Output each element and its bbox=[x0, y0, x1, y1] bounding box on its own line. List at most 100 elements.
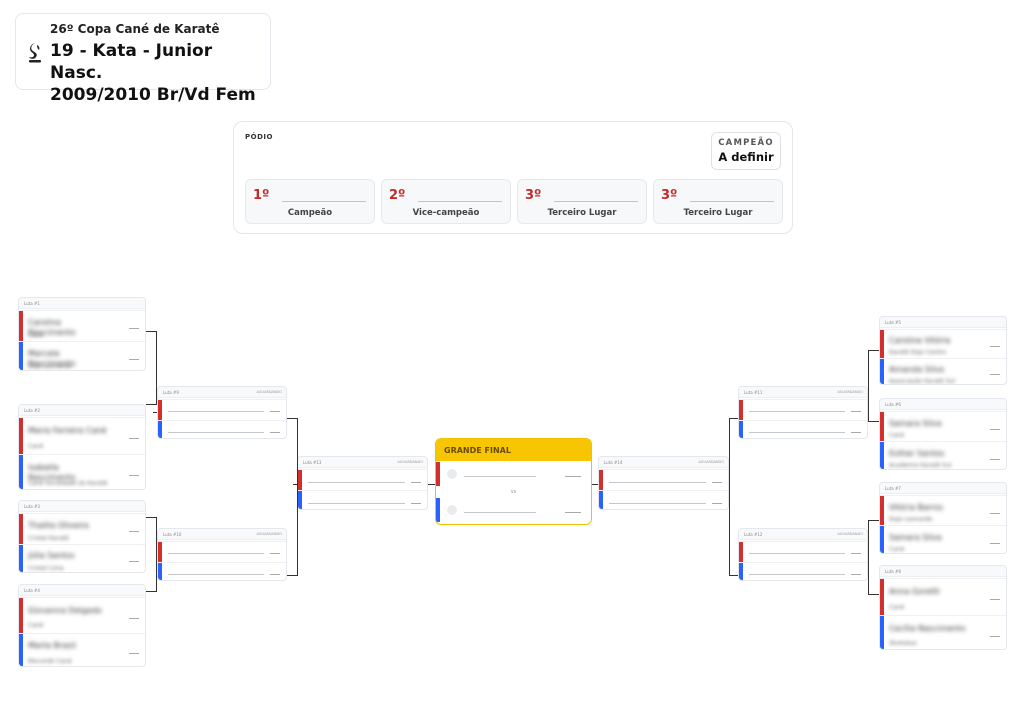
final-slot-blue[interactable] bbox=[436, 498, 591, 522]
match-header: Luta #4 bbox=[19, 585, 145, 596]
athlete-slot-red[interactable] bbox=[739, 541, 867, 562]
athlete-team: Cané Sociedade do Karatê bbox=[28, 480, 108, 488]
karate-logo-icon bbox=[29, 43, 41, 63]
match-status: AGUARDANDO bbox=[698, 460, 724, 464]
match-number: Luta #12 bbox=[744, 532, 763, 537]
athlete-name: Marta Brasil bbox=[28, 641, 76, 651]
red-corner-bar bbox=[298, 470, 302, 490]
athlete-name-line bbox=[609, 481, 706, 483]
score-line bbox=[411, 481, 421, 483]
match-number: Luta #14 bbox=[604, 460, 623, 465]
athlete-slot-red[interactable] bbox=[158, 399, 286, 420]
podium-place-3b: 3º Terceiro Lugar bbox=[653, 179, 783, 224]
score-line bbox=[990, 542, 1000, 544]
score-line bbox=[129, 475, 139, 477]
red-corner-bar bbox=[599, 470, 603, 490]
match-header: Luta #6 bbox=[880, 399, 1006, 410]
bracket-connector bbox=[153, 412, 157, 413]
athlete-team: Cané bbox=[28, 332, 44, 340]
score-line bbox=[270, 431, 280, 433]
score-line bbox=[851, 573, 861, 575]
place-rank: 1º bbox=[253, 188, 270, 203]
place-rank: 2º bbox=[389, 188, 406, 203]
match-header: Luta #3 bbox=[19, 501, 145, 512]
final-slot-red[interactable] bbox=[436, 462, 591, 486]
red-corner-bar bbox=[19, 418, 23, 454]
blue-corner-bar bbox=[599, 491, 603, 509]
athlete-name: Isabella Nascimento bbox=[28, 463, 76, 483]
podium-panel: PÓDIO CAMPEÃO A definir 1º Campeão 2º Vi… bbox=[233, 121, 793, 234]
athlete-team: Cristal Lima bbox=[28, 565, 64, 573]
red-corner-bar bbox=[880, 496, 884, 525]
category-name: 19 - Kata - Junior Nasc. 2009/2010 Br/Vd… bbox=[50, 40, 270, 106]
score-line bbox=[129, 530, 139, 532]
athlete-team: Cristal Karatê bbox=[28, 534, 69, 542]
athlete-name: Amanda Silva bbox=[889, 364, 944, 374]
athlete-slot-blue[interactable] bbox=[599, 490, 728, 509]
champion-box: CAMPEÃO A definir bbox=[711, 132, 781, 170]
athlete-slot-red[interactable] bbox=[298, 469, 427, 490]
athlete-slot-blue[interactable] bbox=[158, 561, 286, 580]
match-number: Luta #13 bbox=[303, 460, 322, 465]
score-line bbox=[129, 561, 139, 563]
blue-corner-bar bbox=[19, 455, 23, 489]
athlete-slot-blue[interactable] bbox=[158, 419, 286, 438]
athlete-name-line bbox=[749, 411, 845, 413]
blue-corner-bar bbox=[298, 491, 302, 509]
blue-corner-bar bbox=[436, 498, 440, 522]
blue-corner-bar bbox=[880, 442, 884, 469]
score-line bbox=[129, 328, 139, 330]
place-rank: 3º bbox=[661, 188, 678, 203]
score-line bbox=[270, 411, 280, 413]
match-card-semifinal-right[interactable]: Luta #14 AGUARDANDO bbox=[598, 456, 729, 510]
score-line bbox=[990, 428, 1000, 430]
match-header: Luta #8 bbox=[880, 566, 1006, 577]
match-status: AGUARDANDO bbox=[256, 532, 282, 536]
athlete-slot-blue[interactable] bbox=[298, 490, 427, 509]
athlete-slot-red[interactable] bbox=[158, 541, 286, 562]
athlete-slot-blue[interactable] bbox=[739, 419, 867, 438]
category-title-card: 26º Copa Cané de Karatê 19 - Kata - Juni… bbox=[15, 13, 271, 105]
athlete-slot-red[interactable] bbox=[739, 399, 867, 420]
athlete-team: Associação Karatê Sul bbox=[889, 377, 956, 385]
athlete-name-line bbox=[168, 553, 264, 555]
blue-corner-bar bbox=[19, 633, 23, 666]
podium-place-1: 1º Campeão bbox=[245, 179, 375, 224]
athlete-slot-blue[interactable] bbox=[739, 561, 867, 580]
athlete-name: Samara Silva bbox=[889, 418, 942, 428]
match-header: Luta #14 AGUARDANDO bbox=[599, 457, 728, 468]
grand-final-card[interactable]: GRANDE FINAL vs bbox=[435, 438, 592, 525]
athlete-slot-red[interactable] bbox=[599, 469, 728, 490]
